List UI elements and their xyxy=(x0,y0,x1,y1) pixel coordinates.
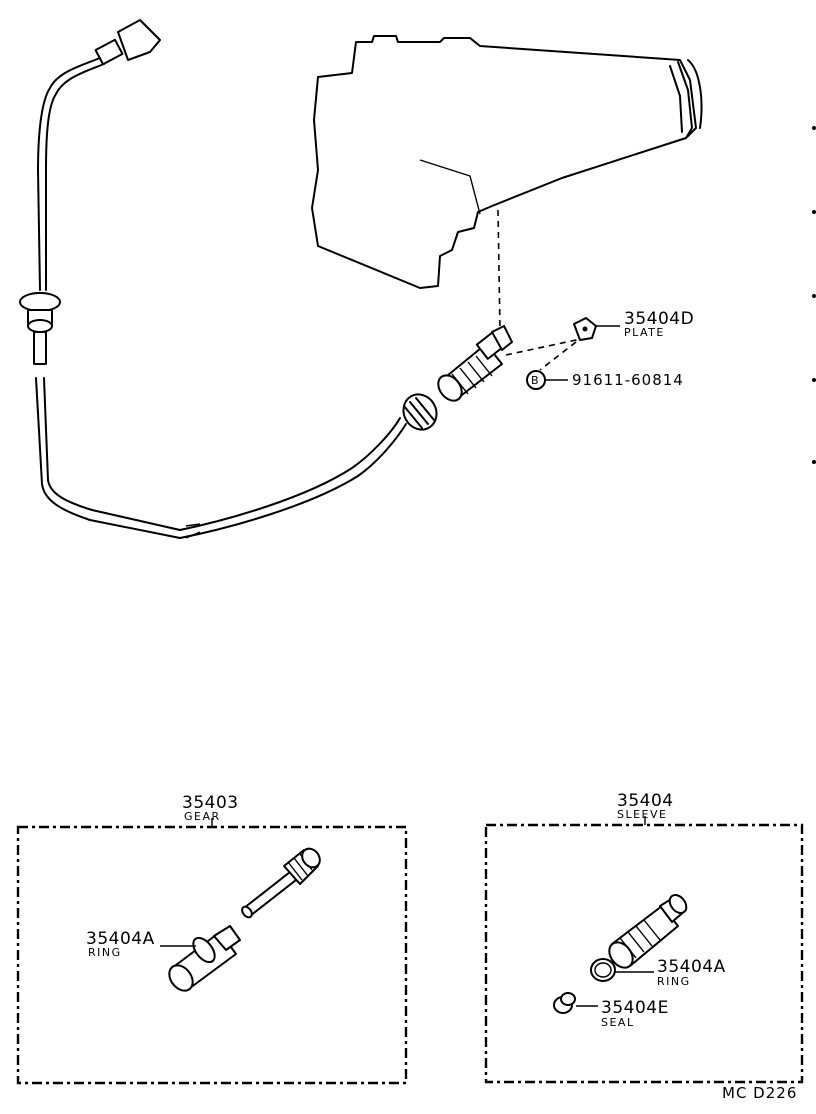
plate-name: PLATE xyxy=(624,326,665,339)
diagram-reference: MC D226 xyxy=(722,1084,797,1102)
sleeve-ring-part xyxy=(590,958,616,982)
sleeve-number: 35404 xyxy=(617,791,674,811)
gear-number: 35403 xyxy=(182,793,239,813)
gear-ring-name: RING xyxy=(88,946,122,959)
speedometer-cable xyxy=(19,19,438,539)
leader-bolt-to-gear xyxy=(539,341,577,371)
transmission-housing xyxy=(311,35,703,289)
edge-marks xyxy=(812,126,816,464)
gear-sleeve-part xyxy=(168,925,241,992)
sleeve-part xyxy=(608,894,688,969)
leader-plate-to-gear xyxy=(505,331,581,356)
gear-name: GEAR xyxy=(184,810,221,823)
plate-part xyxy=(573,317,597,341)
sleeve-kit-box xyxy=(484,823,804,1084)
bolt-badge-letter: B xyxy=(531,374,539,387)
gear-ring-number: 35404A xyxy=(86,929,155,949)
bolt-badge: B xyxy=(526,370,546,390)
sleeve-ring-name: RING xyxy=(657,975,691,988)
seal-name: SEAL xyxy=(601,1016,635,1029)
driven-gear-assembly xyxy=(437,325,513,402)
gear-shaft-part xyxy=(241,847,321,919)
seal-part xyxy=(553,992,576,1014)
sleeve-name: SLEEVE xyxy=(617,808,668,821)
leader-housing-to-gear xyxy=(497,209,501,331)
bolt-number: 91611-60814 xyxy=(572,371,684,389)
plate-number: 35404D xyxy=(624,309,694,329)
sleeve-ring-number: 35404A xyxy=(657,957,726,977)
seal-number: 35404E xyxy=(601,998,669,1018)
